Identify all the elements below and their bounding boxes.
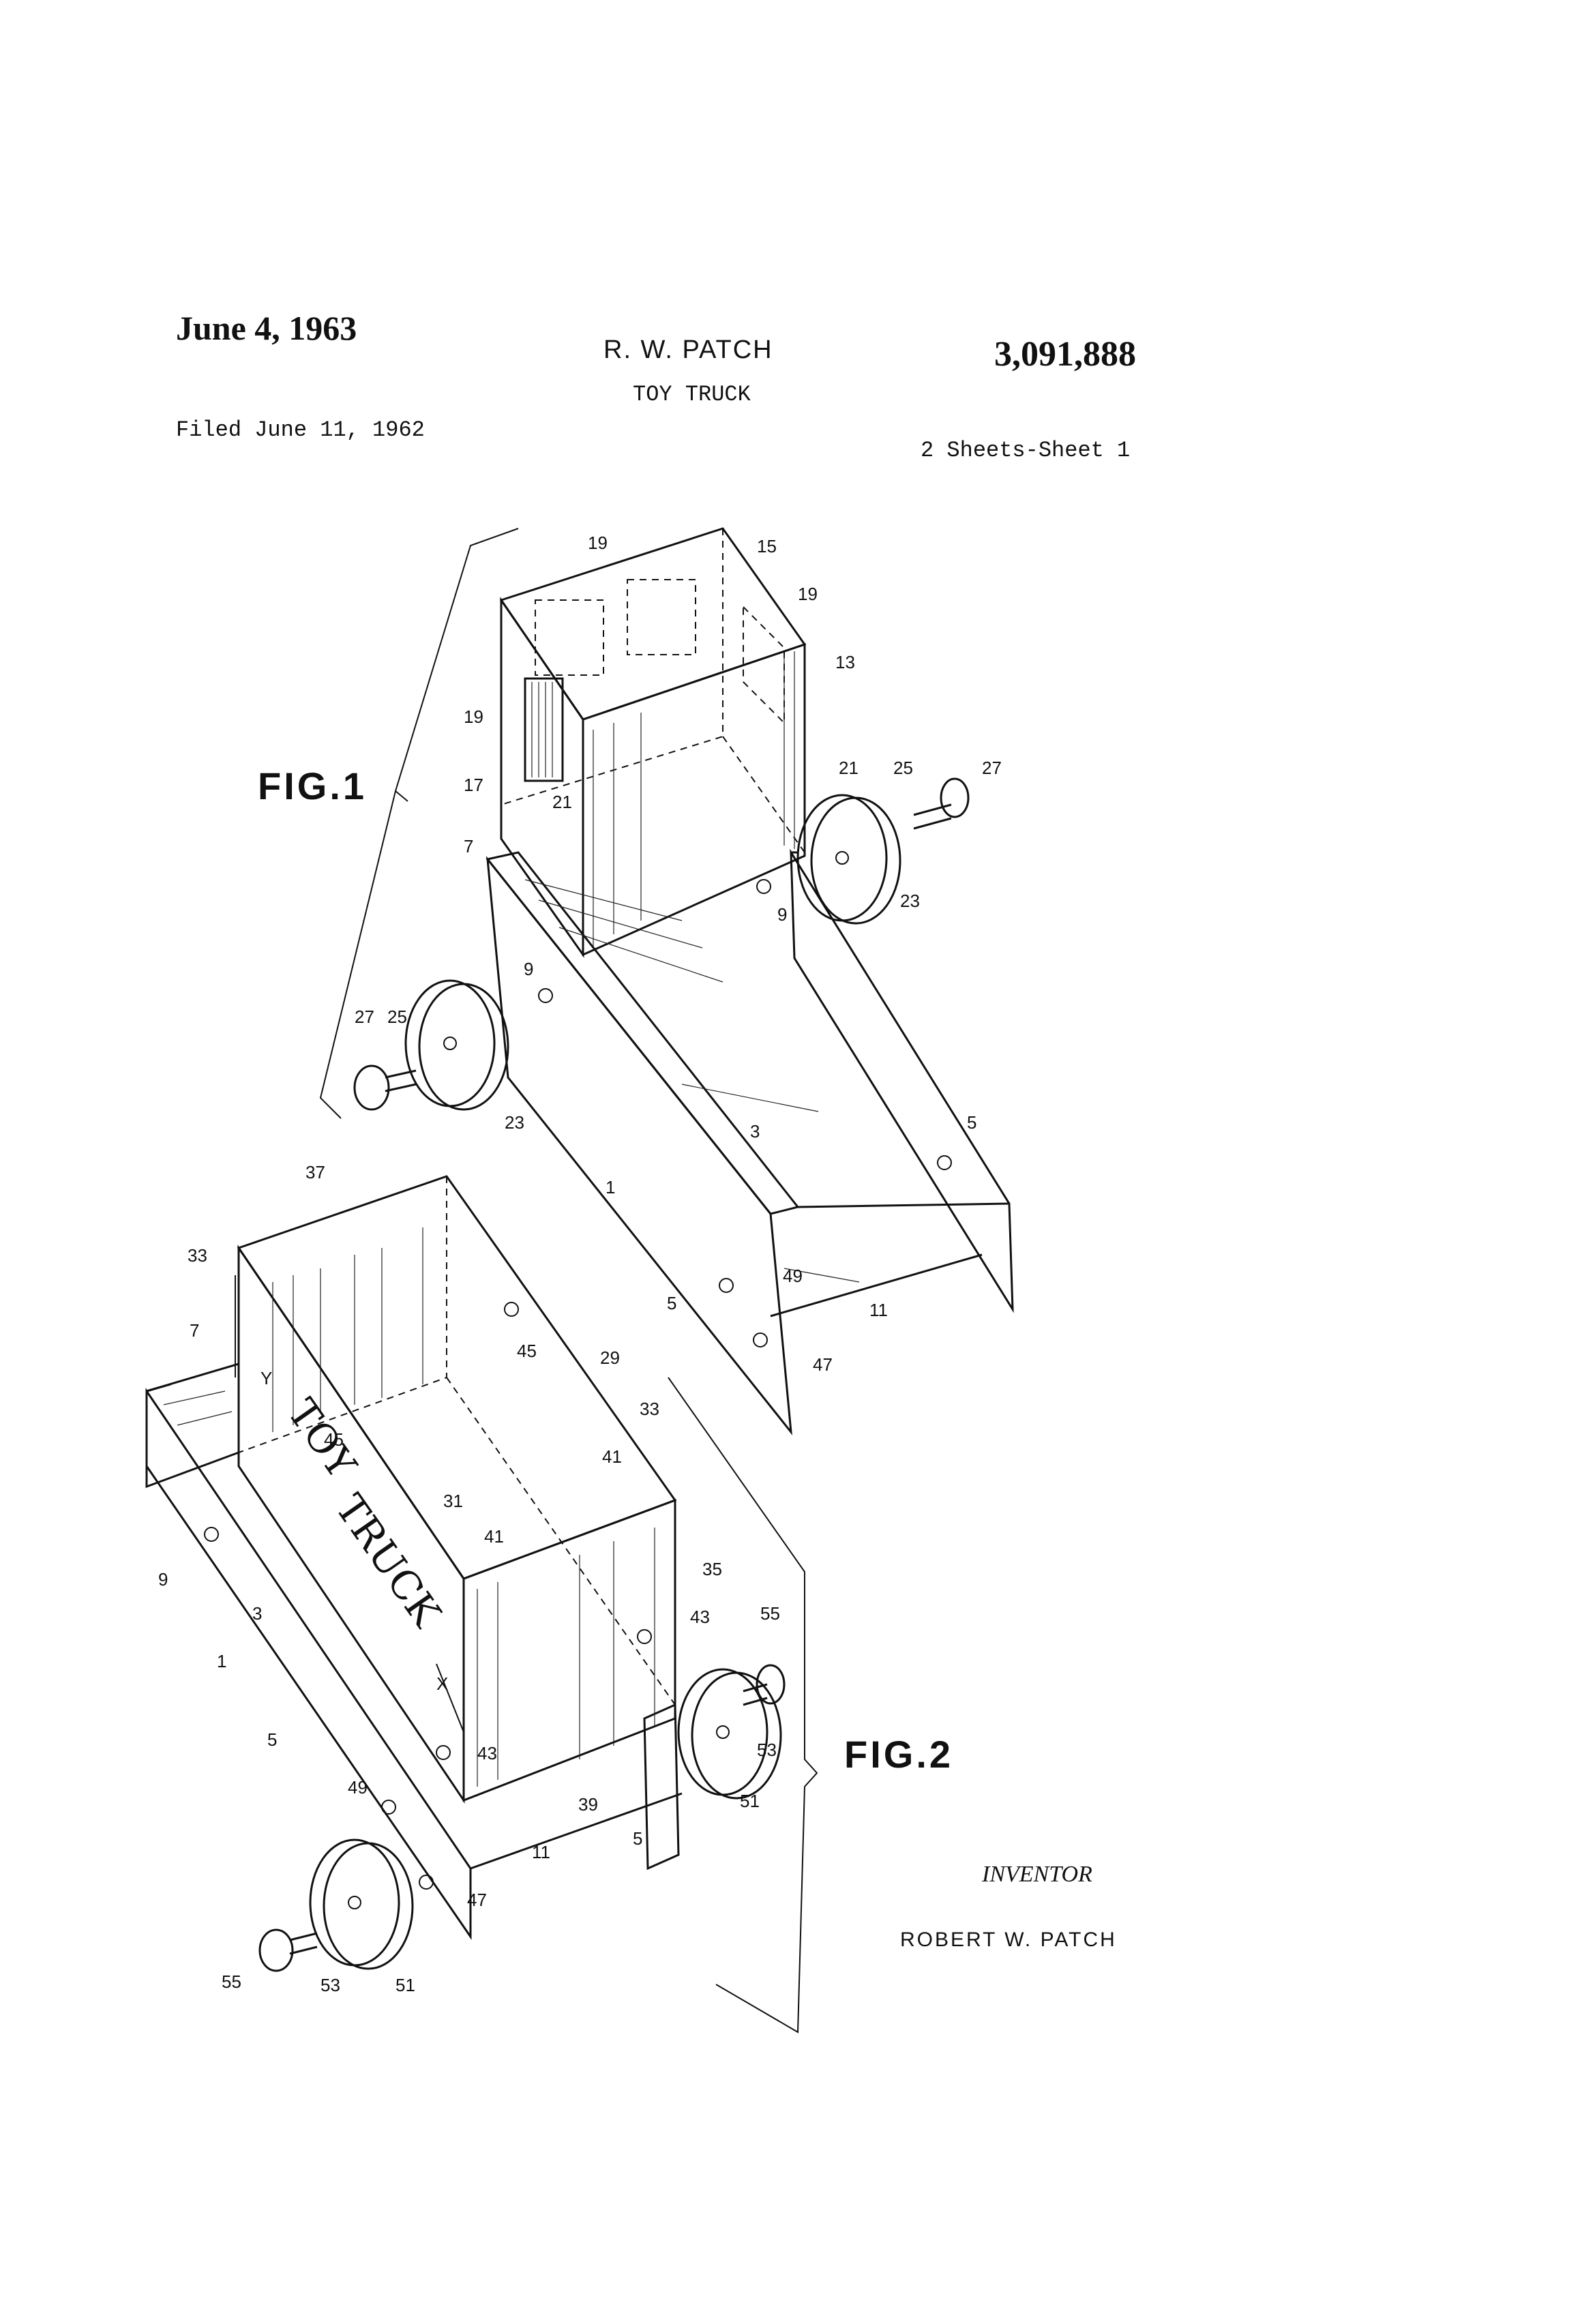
truck-side-text-toy: TOY — [279, 1390, 366, 1487]
fig1-bracket — [319, 528, 519, 1119]
fig1-wheels — [353, 777, 970, 1111]
patent-title: TOY TRUCK — [633, 382, 751, 407]
inventor-name: ROBERT W. PATCH — [900, 1928, 1117, 1951]
fig2-body — [145, 1175, 683, 1940]
ref-23: 23 — [505, 1112, 524, 1133]
ref-51: 51 — [395, 1975, 415, 1995]
ref-19: 19 — [464, 706, 483, 727]
ref-27: 27 — [982, 758, 1002, 778]
ref-53: 53 — [757, 1740, 777, 1760]
ref-17: 17 — [464, 775, 483, 795]
fig2-wheels — [258, 1664, 786, 1972]
ref-21: 21 — [552, 792, 572, 812]
ref-47: 47 — [467, 1890, 487, 1910]
ref-27: 27 — [355, 1007, 374, 1027]
ref-5: 5 — [667, 1293, 676, 1313]
fig2-reference-numerals: 37 33 7 Y 45 45 29 33 41 31 41 9 3 1 35 … — [158, 1162, 780, 1995]
ref-37: 37 — [305, 1162, 325, 1182]
ref-45: 45 — [517, 1341, 537, 1361]
truck-side-text-truck: TRUCK — [327, 1486, 451, 1636]
ref-25: 25 — [387, 1007, 407, 1027]
fig1-reference-numerals: 19 15 19 13 19 17 21 21 25 27 7 9 23 9 2… — [355, 533, 1002, 1375]
ref-1: 1 — [606, 1177, 615, 1197]
ref-y: Y — [260, 1368, 272, 1388]
ref-47: 47 — [813, 1354, 833, 1375]
ref-9: 9 — [158, 1569, 168, 1590]
ref-51: 51 — [740, 1791, 760, 1811]
inventor-short-name: R. W. PATCH — [603, 336, 773, 364]
ref-1: 1 — [217, 1651, 226, 1671]
ref-29: 29 — [600, 1347, 620, 1368]
ref-21: 21 — [839, 758, 859, 778]
fig1-cab — [499, 527, 807, 958]
ref-23: 23 — [900, 891, 920, 911]
ref-41: 41 — [484, 1526, 504, 1547]
fig2-label: FIG.2 — [844, 1733, 954, 1776]
ref-33: 33 — [640, 1399, 659, 1419]
ref-9: 9 — [777, 904, 787, 925]
patent-date: June 4, 1963 — [176, 309, 357, 347]
ref-35: 35 — [702, 1559, 722, 1579]
ref-55: 55 — [222, 1971, 241, 1992]
ref-5: 5 — [633, 1828, 642, 1849]
ref-x: X — [436, 1673, 448, 1694]
ref-5: 5 — [967, 1112, 976, 1133]
ref-13: 13 — [835, 652, 855, 672]
ref-39: 39 — [578, 1794, 598, 1815]
fig2-bracket — [668, 1377, 818, 2034]
inventor-label: INVENTOR — [982, 1862, 1092, 1887]
ref-45: 45 — [324, 1429, 344, 1450]
ref-19: 19 — [588, 533, 608, 553]
ref-55: 55 — [760, 1603, 780, 1624]
ref-49: 49 — [348, 1777, 368, 1798]
sheet-count: 2 Sheets-Sheet 1 — [921, 438, 1131, 463]
ref-3: 3 — [252, 1603, 262, 1624]
ref-11: 11 — [869, 1300, 888, 1320]
ref-43: 43 — [690, 1607, 710, 1627]
patent-number: 3,091,888 — [994, 335, 1136, 374]
ref-11: 11 — [532, 1842, 550, 1862]
ref-31: 31 — [443, 1491, 463, 1511]
ref-19: 19 — [798, 584, 818, 604]
filed-date: Filed June 11, 1962 — [176, 417, 425, 443]
ref-9: 9 — [524, 959, 533, 979]
ref-53: 53 — [320, 1975, 340, 1995]
ref-5: 5 — [267, 1729, 277, 1750]
ref-43: 43 — [477, 1743, 497, 1763]
ref-7: 7 — [464, 836, 473, 856]
ref-49: 49 — [783, 1266, 803, 1286]
ref-15: 15 — [757, 536, 777, 556]
ref-41: 41 — [602, 1446, 622, 1467]
ref-7: 7 — [190, 1320, 199, 1341]
fig1-label: FIG.1 — [258, 764, 368, 807]
fig1-chassis — [486, 848, 1014, 1435]
ref-33: 33 — [188, 1245, 207, 1266]
ref-3: 3 — [750, 1121, 760, 1142]
ref-25: 25 — [893, 758, 913, 778]
